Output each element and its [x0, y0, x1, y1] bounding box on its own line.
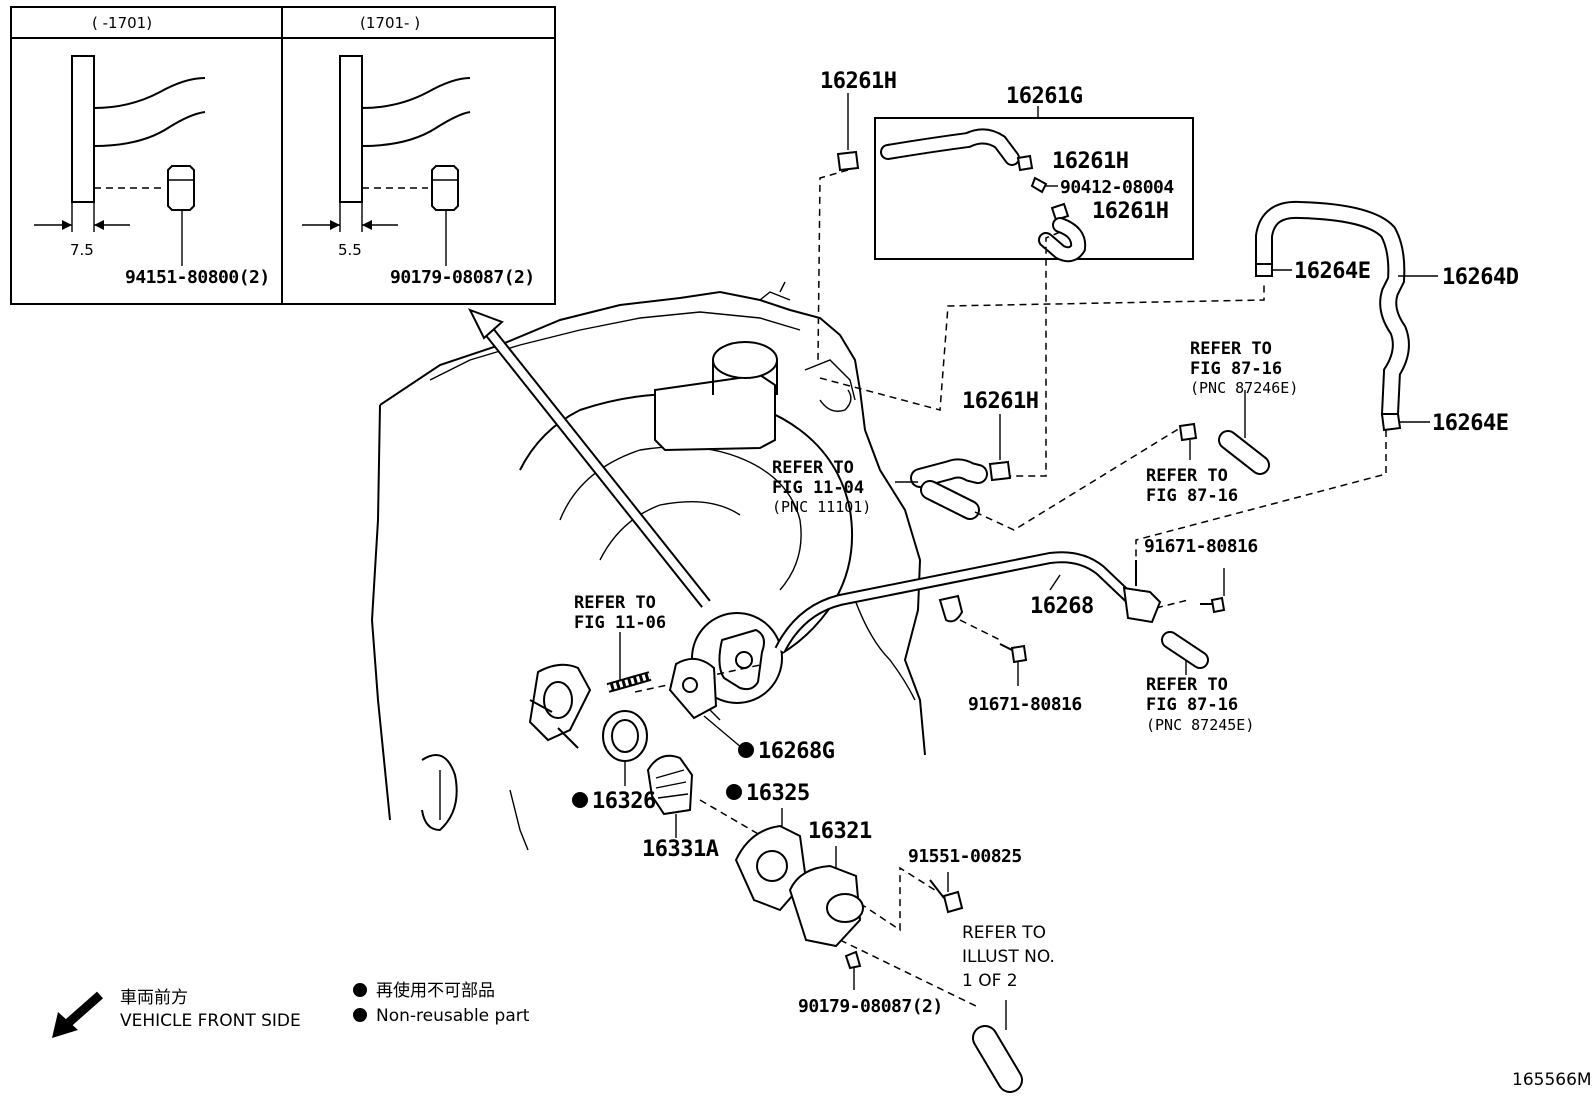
inset-right-dimension: 5.5 [338, 241, 362, 259]
coolant-outlet-fitting [895, 458, 988, 520]
hose-stub-87246E [1178, 390, 1270, 475]
label-16264E-b: 16264E [1432, 411, 1508, 436]
inset-left-dimension: 7.5 [70, 241, 94, 259]
nonreusable-bullet-icon [353, 1008, 367, 1022]
group-label-16261G: 16261G [1006, 84, 1083, 109]
nonreusable-bullet-icon [353, 983, 367, 997]
ref-87245E-line2: FIG 87-16 [1146, 695, 1238, 715]
label-90179-08087: 90179-08087(2) [798, 996, 943, 1017]
ref-87245E-line3: (PNC 87245E) [1146, 716, 1254, 734]
clip-16261H-a: 16261H [817, 69, 897, 361]
inset-right-part-number: 90179-08087(2) [390, 267, 535, 288]
hose-16264D: 16264E 16264D 16264E [1255, 200, 1519, 436]
ref-11-04-line1: REFER TO [772, 458, 854, 478]
inset-panel: ( -1701) (1701- ) 7.5 94151-80800(2) [10, 6, 556, 305]
ref-11-04-line3: (PNC 11101) [772, 498, 871, 516]
ref-illust-line2: ILLUST NO. [962, 947, 1055, 967]
nonreusable-bullet-icon [738, 742, 754, 758]
ref-illust-line1: REFER TO [962, 923, 1046, 943]
label-16321: 16321 [808, 819, 872, 844]
label-16326: 16326 [592, 789, 656, 814]
ref-illust-line3: 1 OF 2 [962, 971, 1018, 991]
label-91671-80816-b: 91671-80816 [968, 694, 1082, 715]
label-16261H-d: 16261H [962, 389, 1038, 414]
label-16268G: 16268G [758, 739, 835, 764]
ref-87-16-mid-line1: REFER TO [1146, 466, 1228, 486]
label-16268: 16268 [1030, 594, 1094, 619]
label-16261H-a: 16261H [820, 69, 896, 94]
label-16264E-a: 16264E [1294, 259, 1370, 284]
vehicle-front-arrow-icon [52, 1012, 78, 1038]
inset-left-part-number: 94151-80800(2) [125, 267, 270, 288]
inset-left-header: ( -1701) [92, 14, 152, 32]
ref-87246E-line2: FIG 87-16 [1190, 359, 1282, 379]
clip-16261H-d: 16261H [962, 389, 1039, 482]
thermostat-labels: 16268G 16326 16325 16321 16331A 91551-00… [572, 739, 1022, 1017]
ref-11-06-line1: REFER TO [574, 593, 656, 613]
label-16325: 16325 [746, 781, 810, 806]
ref-87245E-line1: REFER TO [1146, 675, 1228, 695]
hose-group-box: 16261G 16261H 90412-08004 16261H [874, 84, 1194, 263]
label-91671-80816-a: 91671-80816 [1144, 536, 1258, 557]
legend-front-jp: 車両前方 [120, 988, 188, 1008]
label-16331A: 16331A [642, 837, 719, 862]
legend-nonreuse-jp: 再使用不可部品 [376, 980, 495, 1001]
figure-code: 165566M [1512, 1070, 1592, 1090]
inset-right-header: (1701- ) [360, 14, 420, 32]
legend-nonreuse-en: Non-reusable part [376, 1006, 530, 1026]
nonreusable-bullet-icon [726, 784, 742, 800]
legend: 車両前方 VEHICLE FRONT SIDE 再使用不可部品 Non-reus… [52, 980, 530, 1038]
legend-front-en: VEHICLE FRONT SIDE [120, 1011, 301, 1031]
thermostat-assembly [528, 632, 1023, 1093]
ref-87246E-line1: REFER TO [1190, 339, 1272, 359]
inset-pointer-arrow [467, 308, 711, 608]
ref-11-06-line2: FIG 11-06 [574, 613, 666, 633]
label-16261H-c: 16261H [1092, 199, 1168, 224]
label-90412-08004: 90412-08004 [1060, 177, 1174, 198]
label-16261H-b: 16261H [1052, 149, 1128, 174]
label-16264D: 16264D [1442, 265, 1519, 290]
ref-87-16-mid-line2: FIG 87-16 [1146, 486, 1238, 506]
ref-11-04-line2: FIG 11-04 [772, 478, 864, 498]
label-91551-00825: 91551-00825 [908, 846, 1022, 867]
nonreusable-bullet-icon [572, 792, 588, 808]
reference-notes: REFER TO FIG 87-16 (PNC 87246E) REFER TO… [574, 339, 1298, 991]
ref-87246E-line3: (PNC 87246E) [1190, 379, 1298, 397]
engine-block-outline [370, 281, 926, 851]
pipe-16268: 16268 91671-80816 91671-80816 [774, 536, 1258, 715]
